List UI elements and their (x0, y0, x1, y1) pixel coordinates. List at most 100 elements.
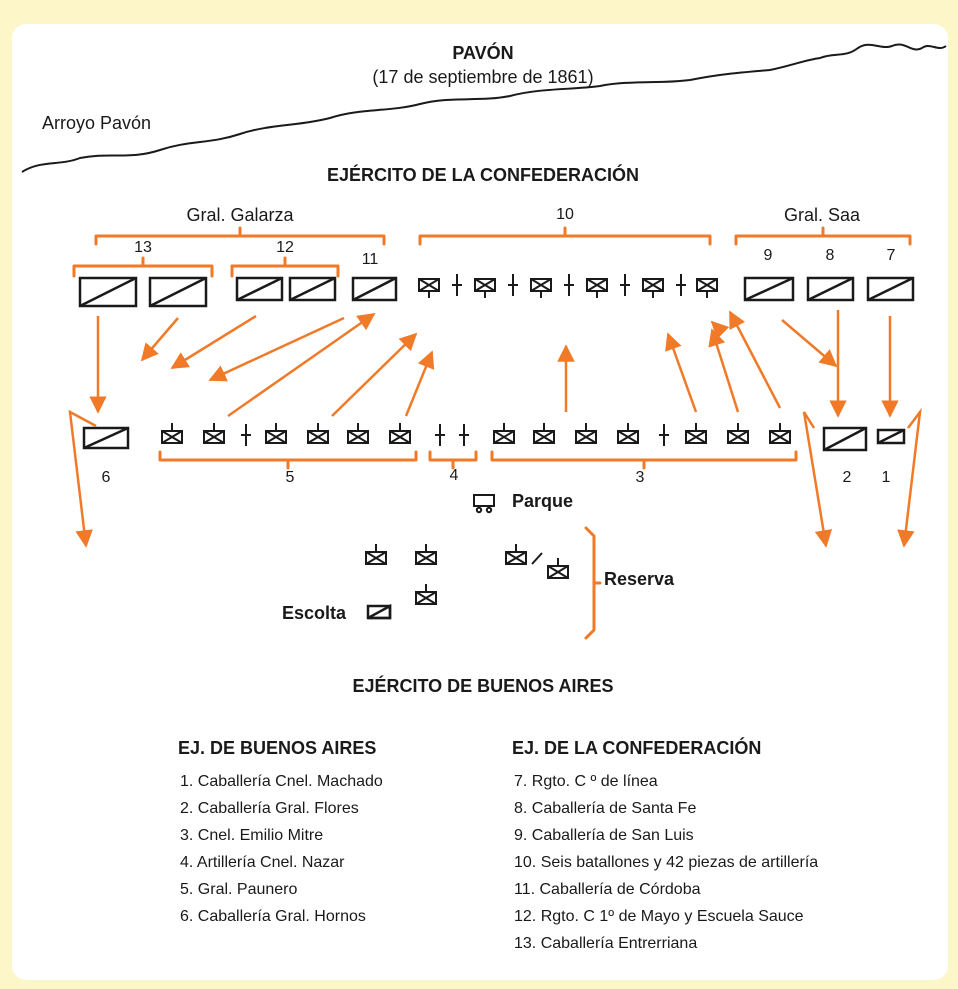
cavalry-1 (876, 428, 906, 445)
cavalry-6 (82, 426, 130, 450)
group-label-saa: Gral. Saa (783, 205, 861, 225)
legend-item: 6. Caballería Gral. Hornos (180, 908, 366, 925)
unit-number-4: 4 (449, 467, 459, 484)
legend-item: 11. Caballería de Córdoba (514, 881, 701, 898)
cavalry-13a (78, 276, 138, 308)
battalion-icon (474, 278, 496, 298)
battalion-icon (617, 423, 639, 444)
unit-number-11: 11 (361, 251, 379, 268)
cannon-icon (435, 424, 445, 446)
battalion-icon (415, 544, 437, 565)
unit-number-1: 1 (881, 469, 891, 486)
arroyo-pavon-line (21, 43, 947, 173)
unit-number-13: 13 (134, 239, 152, 256)
battalion-icon (365, 544, 387, 565)
cavalry-11 (351, 276, 398, 302)
cannon-icon (620, 274, 630, 296)
battalion-icon (696, 278, 718, 298)
reserve-units (365, 544, 569, 605)
legend-item: 1. Caballería Cnel. Machado (180, 773, 383, 790)
legend-item: 3. Cnel. Emilio Mitre (180, 827, 324, 844)
battalion-icon (265, 423, 287, 444)
bracket-4 (428, 450, 478, 470)
bracket-5 (158, 450, 418, 470)
cannon-icon (459, 424, 469, 446)
legend-heading-confederacion: EJ. DE LA CONFEDERACIÓN (512, 738, 762, 758)
cavalry-13b (148, 276, 208, 308)
legend-item: 2. Caballería Gral. Flores (180, 800, 359, 817)
battalion-icon (685, 423, 707, 444)
legend-list-buenos-aires: 1. Caballería Cnel. Machado 2. Caballerí… (180, 768, 383, 930)
cavalry-7 (866, 276, 915, 302)
battalion-icon (415, 584, 437, 605)
bracket-12 (230, 256, 340, 278)
battalion-icon (533, 423, 555, 444)
infantry-bottom (161, 423, 791, 446)
parque-wagon-icon (473, 494, 495, 514)
battalion-icon (575, 423, 597, 444)
cannon-icon (241, 424, 251, 446)
cavalry-9 (743, 276, 795, 302)
group-label-galarza: Gral. Galarza (186, 205, 294, 225)
cannon-icon (676, 274, 686, 296)
legend-item: 10. Seis batallones y 42 piezas de artil… (514, 854, 819, 871)
battalion-icon (493, 423, 515, 444)
battalion-icon (389, 423, 411, 444)
battalion-icon (347, 423, 369, 444)
cannon-icon (452, 274, 462, 296)
cavalry-12a (235, 276, 284, 302)
legend-item: 8. Caballería de Santa Fe (514, 800, 697, 817)
legend-item: 7. Rgto. C º de línea (514, 773, 658, 790)
battalion-icon (307, 423, 329, 444)
movement-arrows (89, 310, 899, 418)
battalion-icon (530, 278, 552, 298)
infantry-10 (418, 274, 718, 298)
battalion-icon (642, 278, 664, 298)
legend-heading-buenos-aires: EJ. DE BUENOS AIRES (178, 738, 377, 758)
unit-number-7: 7 (886, 247, 896, 264)
bracket-galarza (94, 226, 386, 246)
legend-item: 13. Caballería Entrerriana (514, 935, 698, 952)
bottom-brackets (158, 450, 798, 640)
cavalry-12b (288, 276, 337, 302)
unit-number-3: 3 (635, 469, 645, 486)
escolta-symbol (366, 603, 392, 620)
buenos-aires-army-label: EJÉRCITO DE BUENOS AIRES (352, 676, 614, 696)
legend-item: 12. Rgto. C 1º de Mayo y Escuela Sauce (514, 908, 804, 925)
bracket-13 (72, 256, 214, 278)
river-label: Arroyo Pavón (42, 113, 152, 133)
battalion-icon (161, 423, 183, 444)
legend-item: 4. Artillería Cnel. Nazar (180, 854, 345, 871)
bracket-saa (734, 226, 912, 246)
unit-number-12: 12 (276, 239, 294, 256)
reserva-label: Reserva (604, 569, 675, 589)
cannon-icon (659, 424, 669, 446)
battalion-icon (727, 423, 749, 444)
battalion-icon (505, 544, 543, 565)
unit-number-9: 9 (763, 247, 773, 264)
battalion-icon (418, 278, 440, 298)
parque-label: Parque (512, 491, 574, 511)
legend-list-confederacion: 7. Rgto. C º de línea 8. Caballería de S… (514, 768, 818, 957)
bracket-10 (418, 226, 712, 246)
flank-arrows (68, 407, 922, 548)
battalion-icon (586, 278, 608, 298)
unit-number-6: 6 (101, 469, 111, 486)
cavalry-2 (822, 426, 868, 452)
escolta-label: Escolta (282, 603, 347, 623)
top-brackets (72, 226, 912, 278)
unit-number-5: 5 (285, 469, 295, 486)
page-title: PAVÓN (452, 43, 514, 63)
page-subtitle: (17 de septiembre de 1861) (372, 67, 594, 87)
cavalry-units (78, 276, 915, 620)
battalion-icon (547, 558, 569, 579)
legend-item: 9. Caballería de San Luis (514, 827, 694, 844)
confederation-army-label: EJÉRCITO DE LA CONFEDERACIÓN (326, 165, 640, 185)
group-label-10: 10 (556, 206, 574, 223)
cavalry-8 (806, 276, 855, 302)
unit-number-8: 8 (825, 247, 835, 264)
bracket-3 (490, 450, 798, 470)
battalion-icon (769, 423, 791, 444)
legend-item: 5. Gral. Paunero (180, 881, 298, 898)
